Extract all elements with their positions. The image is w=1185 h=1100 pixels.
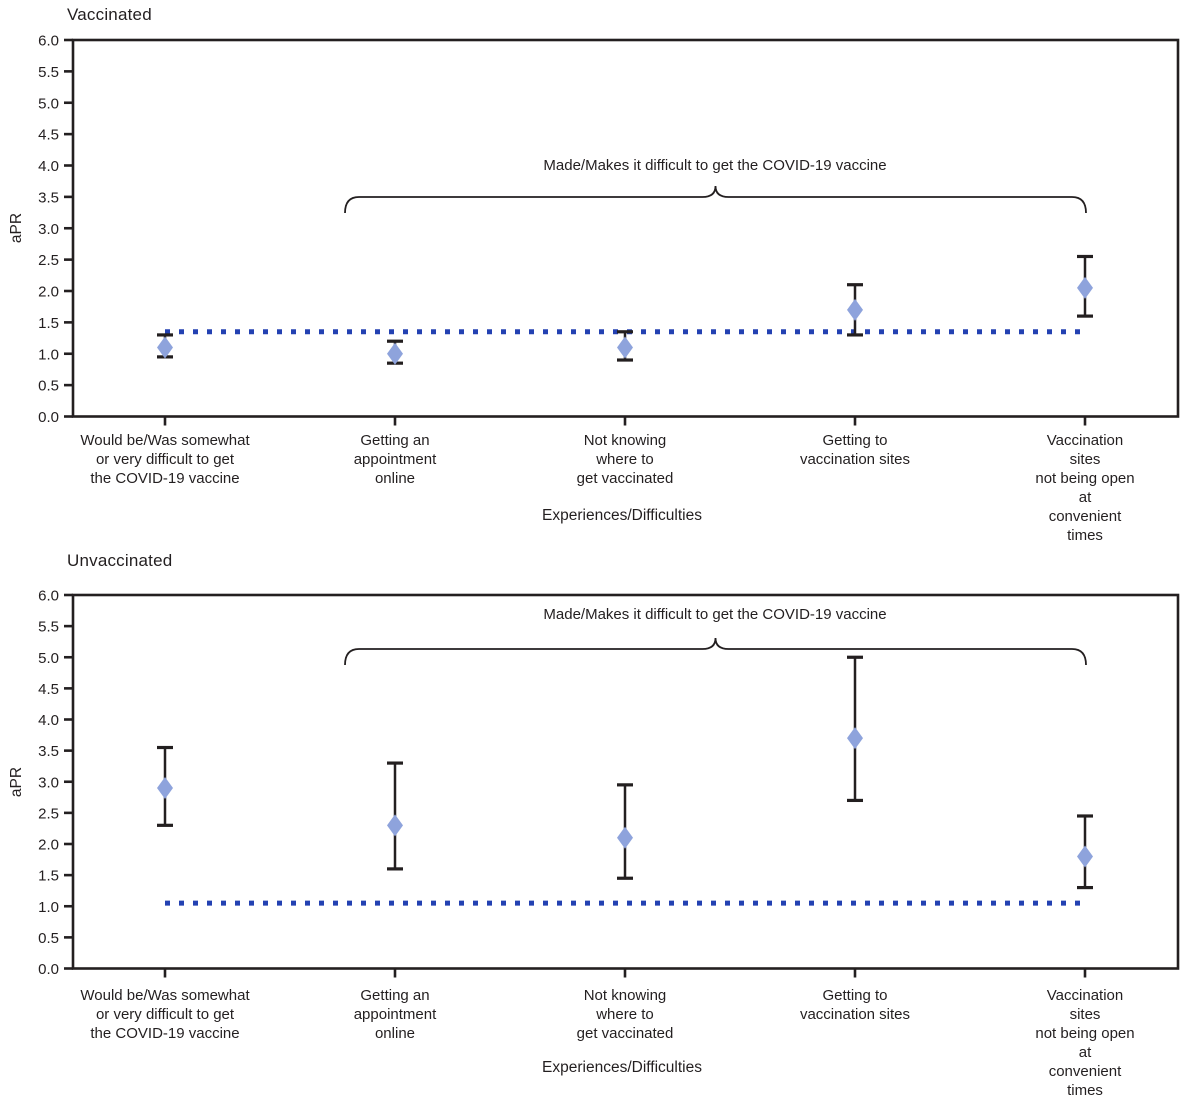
y-tick-label: 3.0: [38, 221, 59, 238]
y-tick-label: 2.5: [38, 252, 59, 269]
y-tick-label: 4.5: [38, 127, 59, 144]
brace-annotation: Made/Makes it difficult to get the COVID…: [543, 157, 887, 174]
y-tick-label: 6.0: [38, 588, 59, 605]
y-tick-label: 3.5: [38, 743, 59, 760]
y-tick-label: 4.0: [38, 158, 59, 175]
data-point-diamond: [387, 342, 403, 365]
brace-annotation: Made/Makes it difficult to get the COVID…: [543, 606, 887, 623]
y-tick-label: 2.0: [38, 284, 59, 301]
category-label: Getting to vaccination sites: [799, 987, 911, 1023]
y-tick-label: 3.0: [38, 774, 59, 791]
y-tick-label: 4.0: [38, 712, 59, 729]
y-tick-label: 5.0: [38, 650, 59, 667]
category-label: Not knowing where to get vaccinated: [576, 987, 674, 1042]
y-tick-label: 2.5: [38, 805, 59, 822]
y-tick-label: 1.0: [38, 346, 59, 363]
category-label: Would be/Was somewhat or very difficult …: [80, 987, 250, 1042]
y-tick-label: 0.0: [38, 961, 59, 978]
y-tick-label: 0.5: [38, 930, 59, 947]
y-tick-label: 6.0: [38, 33, 59, 50]
y-tick-label: 1.0: [38, 899, 59, 916]
data-point-diamond: [157, 776, 173, 799]
data-point-diamond: [1077, 276, 1093, 299]
data-point-diamond: [1077, 845, 1093, 868]
category-label: Getting an appointment online: [353, 987, 437, 1042]
category-label: Not knowing where to get vaccinated: [576, 432, 674, 487]
category-label: Would be/Was somewhat or very difficult …: [80, 432, 250, 487]
y-tick-label: 0.0: [38, 409, 59, 426]
y-tick-label: 1.5: [38, 315, 59, 332]
category-label: Vaccination sites not being open at conv…: [1035, 432, 1135, 544]
y-axis-label: aPR: [8, 212, 25, 244]
brace: [344, 637, 1087, 666]
data-point-diamond: [847, 298, 863, 321]
plot-border: [71, 593, 1180, 970]
y-axis-label: aPR: [8, 766, 25, 798]
category-label: Getting to vaccination sites: [799, 432, 911, 468]
data-point-diamond: [617, 336, 633, 359]
category-label: Vaccination sites not being open at conv…: [1035, 987, 1135, 1099]
x-axis-title: Experiences/Difficulties: [542, 507, 702, 524]
y-tick-label: 0.5: [38, 378, 59, 395]
x-axis-title: Experiences/Difficulties: [542, 1059, 702, 1076]
category-label: Getting an appointment online: [353, 432, 437, 487]
y-tick-label: 1.5: [38, 868, 59, 885]
panel-title-vaccinated: Vaccinated: [67, 5, 152, 24]
y-tick-label: 5.0: [38, 95, 59, 112]
y-tick-label: 4.5: [38, 681, 59, 698]
y-tick-label: 5.5: [38, 619, 59, 636]
panel-title-unvaccinated: Unvaccinated: [67, 551, 173, 570]
data-point-diamond: [617, 826, 633, 849]
y-tick-label: 3.5: [38, 189, 59, 206]
brace: [344, 185, 1087, 214]
data-point-diamond: [387, 814, 403, 837]
data-point-diamond: [847, 727, 863, 750]
y-tick-label: 5.5: [38, 64, 59, 81]
data-point-diamond: [157, 336, 173, 359]
y-tick-label: 2.0: [38, 837, 59, 854]
